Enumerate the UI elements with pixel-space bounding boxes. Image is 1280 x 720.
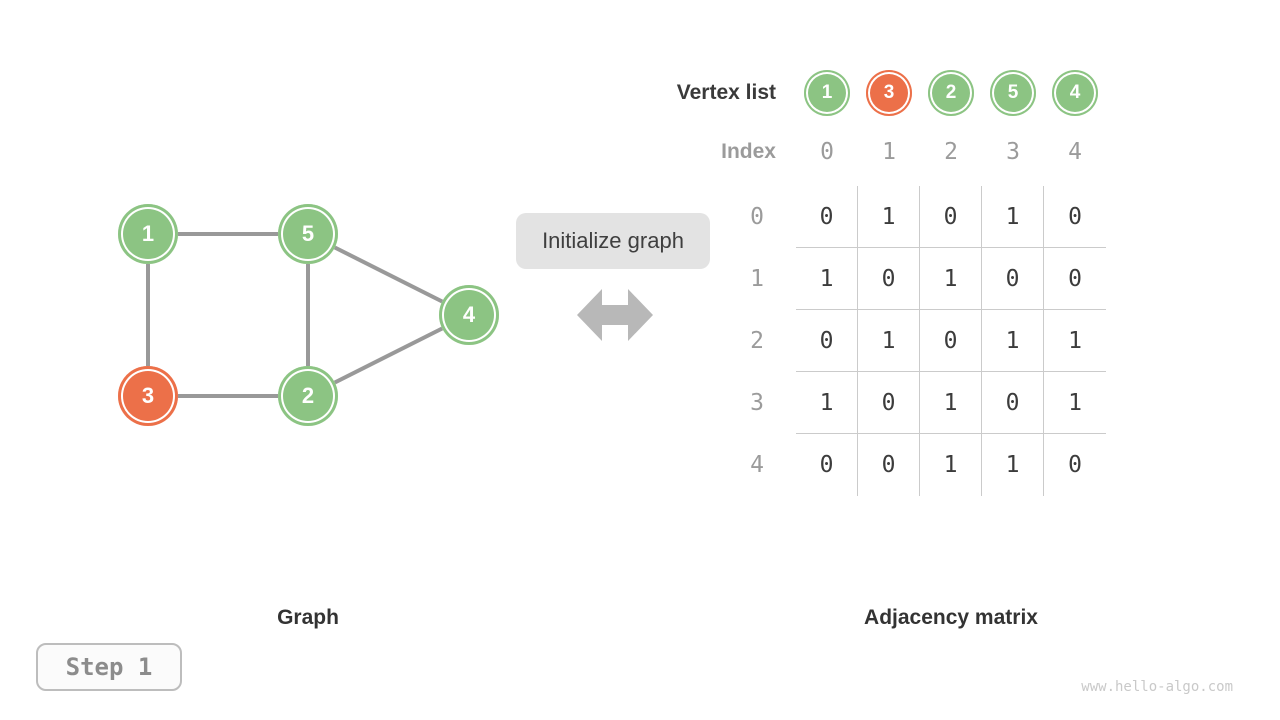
matrix-cell-4-0: 0 — [796, 434, 858, 496]
matrix-row-label-2: 2 — [750, 328, 764, 354]
matrix-row-label-0: 0 — [750, 204, 764, 230]
matrix-cell-4-1: 0 — [858, 434, 920, 496]
matrix-cell-2-3: 1 — [982, 310, 1044, 372]
matrix-cell-1-1: 0 — [858, 248, 920, 310]
step-badge[interactable]: Step 1 — [36, 643, 182, 691]
vertex-list-item-1: 1 — [804, 70, 850, 116]
matrix-cell-3-4: 1 — [1044, 372, 1106, 434]
matrix-cell-1-2: 1 — [920, 248, 982, 310]
matrix-row-label-4: 4 — [750, 452, 764, 478]
matrix-cell-0-2: 0 — [920, 186, 982, 248]
matrix-cell-1-3: 0 — [982, 248, 1044, 310]
index-label: Index — [721, 140, 776, 163]
matrix-cell-3-2: 1 — [920, 372, 982, 434]
matrix-cell-1-4: 0 — [1044, 248, 1106, 310]
graph-node-5: 5 — [278, 204, 338, 264]
matrix-cell-1-0: 1 — [796, 248, 858, 310]
matrix-cell-3-1: 0 — [858, 372, 920, 434]
matrix-cell-4-4: 0 — [1068, 452, 1082, 478]
index-value-3: 3 — [1006, 139, 1020, 165]
vertex-list-item-4: 4 — [1052, 70, 1098, 116]
vertex-list-item-5: 5 — [990, 70, 1036, 116]
double-horizontal-arrow-icon — [577, 289, 653, 341]
graph-caption: Graph — [277, 606, 339, 629]
index-value-2: 2 — [944, 139, 958, 165]
vertex-list-item-2: 2 — [928, 70, 974, 116]
matrix-cell-0-1: 1 — [858, 186, 920, 248]
graph-node-1: 1 — [118, 204, 178, 264]
matrix-cell-0-4: 0 — [1044, 186, 1106, 248]
graph-node-3: 3 — [118, 366, 178, 426]
matrix-cell-2-4: 1 — [1044, 310, 1106, 372]
matrix-cell-2-1: 1 — [858, 310, 920, 372]
matrix-row-label-3: 3 — [750, 390, 764, 416]
graph-node-2: 2 — [278, 366, 338, 426]
matrix-cell-2-2: 0 — [920, 310, 982, 372]
matrix-row-label-1: 1 — [750, 266, 764, 292]
index-value-4: 4 — [1068, 139, 1082, 165]
index-value-0: 0 — [820, 139, 834, 165]
matrix-cell-3-0: 1 — [796, 372, 858, 434]
vertex-list-item-3: 3 — [866, 70, 912, 116]
matrix-cell-0-3: 1 — [982, 186, 1044, 248]
graph-node-4: 4 — [439, 285, 499, 345]
watermark: www.hello-algo.com — [1081, 679, 1233, 695]
matrix-cell-4-2: 1 — [920, 434, 982, 496]
vertex-list-label: Vertex list — [676, 81, 776, 104]
matrix-cell-3-3: 0 — [982, 372, 1044, 434]
adjacency-matrix-caption: Adjacency matrix — [864, 606, 1038, 629]
matrix-cell-0-0: 0 — [796, 186, 858, 248]
index-value-1: 1 — [882, 139, 896, 165]
matrix-cell-4-3: 1 — [982, 434, 1044, 496]
initialize-graph-label: Initialize graph — [516, 213, 710, 269]
matrix-cell-2-0: 0 — [796, 310, 858, 372]
